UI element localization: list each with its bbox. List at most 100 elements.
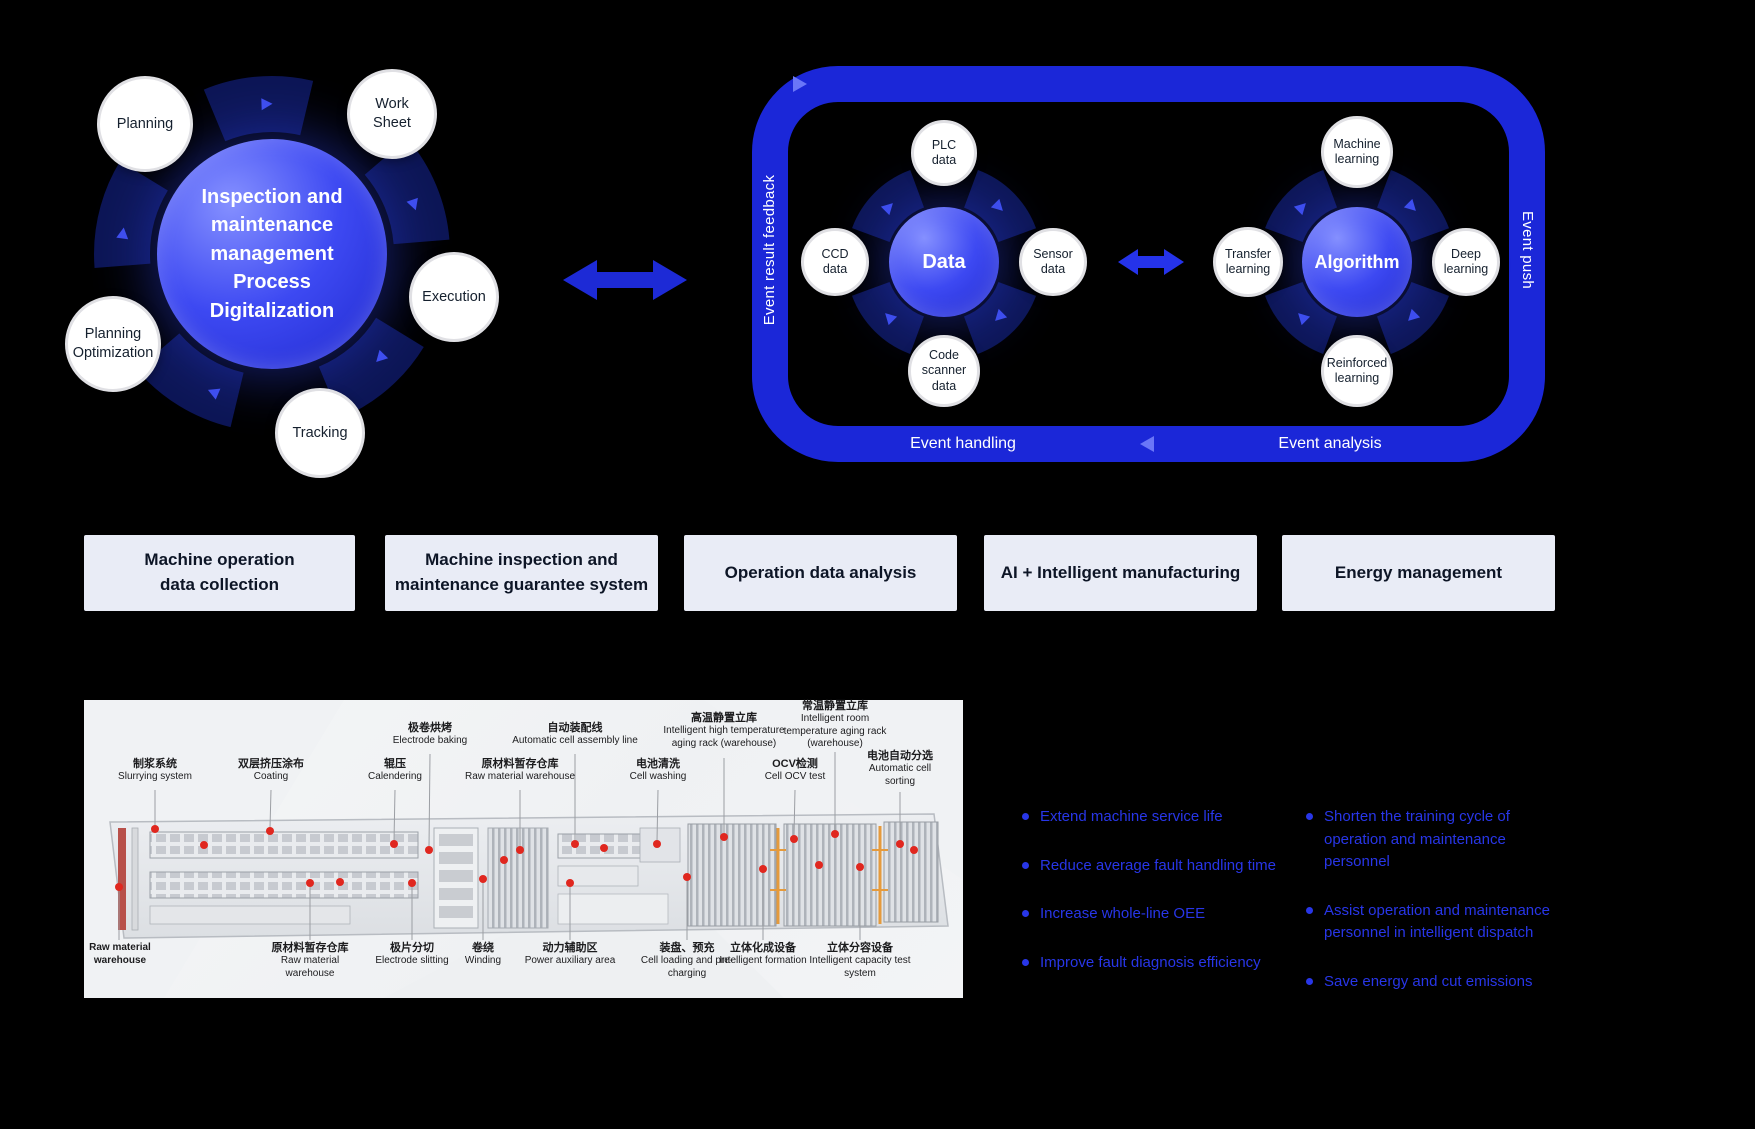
benefits-column-2: Shorten the training cycle of operation … (1306, 806, 1564, 1019)
satellite-code-scanner-data: Code scanner data (908, 335, 980, 407)
data-hub-label: Data (922, 250, 966, 273)
process-center-circle: Inspection and maintenance management Pr… (157, 139, 387, 369)
algorithm-hub-center: Algorithm (1302, 207, 1412, 317)
loop-bottom-right-label: Event analysis (1278, 435, 1382, 452)
label-en: Intelligent formation (719, 955, 807, 967)
label-zh: 装盘、预充 (659, 942, 715, 954)
label-en: Raw material warehouse (464, 771, 576, 783)
factory-label-auto-sorting: 电池自动分选 Automatic cell sorting (857, 750, 943, 788)
bullet-icon (1022, 861, 1029, 869)
label-en: Electrode slitting (375, 955, 449, 967)
factory-label-electrode-slitting: 极片分切 Electrode slitting (367, 942, 457, 968)
satellite-label: Sensor data (1033, 246, 1073, 276)
label-en: Automatic cell sorting (868, 763, 932, 787)
machinery (118, 821, 939, 931)
benefit-text: Extend machine service life (1040, 808, 1223, 825)
satellite-tracking: Tracking (275, 388, 365, 478)
satellite-transfer-learning: Transfer learning (1213, 227, 1283, 297)
ring-arrow-icon (116, 226, 130, 240)
factory-label-high-temp-aging: 高温静置立库 Intelligent high temperature agin… (654, 712, 794, 750)
loop-arrow-icon (1140, 436, 1154, 452)
double-arrow-icon (563, 260, 687, 300)
factory-label-power-auxiliary: 动力辅助区 Power auxiliary area (515, 942, 625, 968)
event-loop-frame (752, 66, 1545, 462)
loop-right-edge-label: Event push (1519, 210, 1536, 290)
benefit-item: Improve fault diagnosis efficiency (1022, 952, 1280, 975)
satellite-planning-optimization: Planning Optimization (65, 296, 161, 392)
benefit-text: Increase whole-line OEE (1040, 905, 1206, 922)
label-zh: 立体化成设备 (730, 942, 796, 954)
label-en: Intelligent capacity test system (809, 955, 911, 979)
label-zh: 动力辅助区 (542, 942, 598, 954)
label-zh: 极卷烘烤 (408, 722, 452, 734)
factory-label-calendering: 辊压 Calendering (352, 758, 438, 784)
label-zh: 常温静置立库 (802, 700, 868, 712)
satellite-label: Transfer learning (1224, 246, 1272, 276)
leader-lines (118, 752, 901, 940)
satellite-deep-learning: Deep learning (1432, 228, 1500, 296)
process-ring (94, 76, 450, 432)
label-en: Coating (253, 771, 289, 783)
label-en: Raw material warehouse (89, 942, 151, 966)
bullet-icon (1306, 813, 1313, 820)
satellite-execution: Execution (409, 252, 499, 342)
satellite-machine-learning: Machine learning (1321, 116, 1393, 188)
process-center-label: Inspection and maintenance management Pr… (201, 186, 343, 322)
algorithm-hub-label: Algorithm (1314, 251, 1400, 272)
data-hub-center: Data (889, 207, 999, 317)
label-en: Winding (464, 955, 502, 967)
marker-dots (115, 825, 918, 891)
bullet-icon (1022, 910, 1029, 917)
loop-bottom-left-label: Event handling (910, 435, 1016, 452)
factory-floor-plan (84, 700, 963, 998)
factory-label-cell-loading-precharging: 装盘、预充 Cell loading and pre-charging (632, 942, 742, 980)
label-en: Slurrying system (118, 771, 192, 783)
benefit-text: Assist operation and maintenance personn… (1324, 901, 1550, 942)
satellite-plc-data: PLC data (911, 120, 977, 186)
satellite-label: PLC data (931, 137, 957, 167)
factory-label-room-temp-aging: 常温静置立库 Intelligent room temperature agin… (777, 700, 893, 751)
satellite-reinforced-learning: Reinforced learning (1321, 335, 1393, 407)
label-zh: 电池清洗 (636, 758, 680, 770)
bullet-icon (1306, 906, 1313, 914)
factory-layout-panel: 制浆系统 Slurrying system 双层挤压涂布 Coating 辊压 … (84, 700, 963, 998)
loop-arrow-icon (793, 76, 807, 92)
factory-label-cell-washing: 电池清洗 Cell washing (618, 758, 698, 784)
factory-label-capacity-test: 立体分容设备 Intelligent capacity test system (805, 942, 915, 980)
module-operation-data-analysis: Operation data analysis (684, 535, 957, 611)
label-zh: OCV检测 (772, 758, 818, 770)
factory-label-raw-material-warehouse-top: 原材料暂存仓库 Raw material warehouse (455, 758, 585, 784)
satellite-label: Code scanner data (921, 348, 967, 393)
factory-label-raw-material-warehouse-b2: 原材料暂存仓库 Raw material warehouse (260, 942, 360, 980)
factory-label-coating: 双层挤压涂布 Coating (221, 758, 321, 784)
label-zh: 双层挤压涂布 (238, 758, 304, 770)
satellite-label: Work Sheet (373, 96, 411, 131)
benefit-item: Extend machine service life (1022, 806, 1280, 829)
factory-label-intelligent-formation: 立体化成设备 Intelligent formation (718, 942, 808, 968)
factory-label-ocv-test: OCV检测 Cell OCV test (750, 758, 840, 784)
label-en: Electrode baking (392, 735, 468, 747)
bullet-icon (1022, 958, 1029, 966)
bullet-icon (1306, 977, 1313, 985)
label-en: Cell OCV test (764, 771, 826, 783)
benefit-text: Improve fault diagnosis efficiency (1040, 953, 1261, 971)
label-en: Intelligent room temperature aging rack … (783, 713, 887, 750)
satellite-label: Deep learning (1443, 246, 1489, 276)
label-zh: 电池自动分选 (867, 750, 933, 762)
satellite-sensor-data: Sensor data (1019, 228, 1087, 296)
factory-label-raw-material-warehouse-bl: Raw material warehouse (78, 942, 162, 967)
label-en: Power auxiliary area (524, 955, 616, 967)
label-zh: 辊压 (384, 758, 406, 770)
benefit-text: Shorten the training cycle of operation … (1324, 808, 1510, 870)
satellite-work-sheet: Work Sheet (347, 69, 437, 159)
satellite-ccd-data: CCD data (801, 228, 869, 296)
label-zh: 立体分容设备 (827, 942, 893, 954)
satellite-planning: Planning (97, 76, 193, 172)
satellite-label: Execution (422, 288, 486, 305)
label-en: Cell washing (629, 771, 687, 783)
satellite-label: Tracking (292, 424, 348, 441)
module-ai-intelligent-manufacturing: AI + Intelligent manufacturing (984, 535, 1257, 611)
label-zh: 自动装配线 (547, 722, 603, 734)
label-zh: 卷绕 (472, 942, 494, 954)
